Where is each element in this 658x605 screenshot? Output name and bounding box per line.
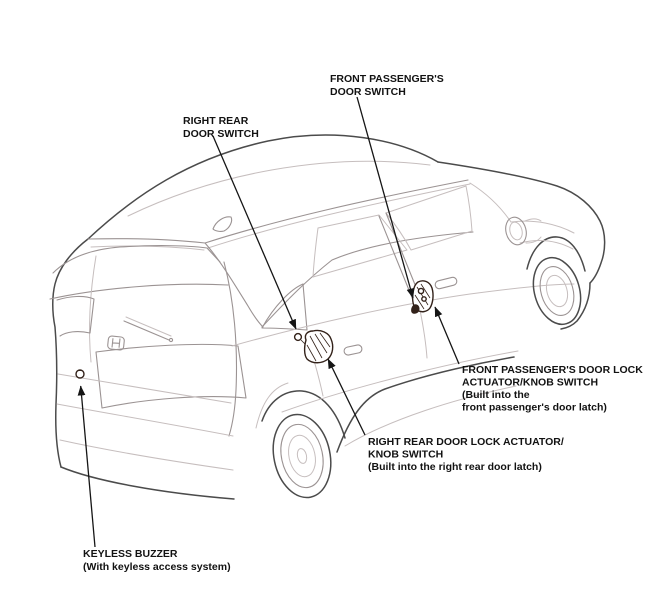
front-passenger-door-switch-part xyxy=(411,304,420,314)
label-right-rear-door-switch: RIGHT REAR DOOR SWITCH xyxy=(183,115,259,140)
rear-door-window xyxy=(312,214,408,278)
label-line: front passenger's door latch) xyxy=(462,402,607,414)
roof-drip-rail xyxy=(207,183,471,249)
sill-line xyxy=(344,385,517,447)
rear-wheel xyxy=(272,413,332,499)
wiper-pivot xyxy=(168,337,174,343)
fender-crease xyxy=(519,240,574,250)
leader-front-passenger-door-lock xyxy=(434,306,460,365)
front-door-handle xyxy=(434,276,458,290)
hatch-left-inner-line xyxy=(89,255,97,363)
label-line: FRONT PASSENGER'S DOOR LOCK xyxy=(462,364,643,376)
label-front-passenger-door-switch: FRONT PASSENGER'S DOOR SWITCH xyxy=(330,73,444,98)
hatch-top-edge xyxy=(87,238,206,244)
b-pillar-inner xyxy=(385,212,421,298)
label-line: (With keyless access system) xyxy=(83,561,231,573)
rear-door-handle xyxy=(343,344,363,356)
quarter-glass xyxy=(261,283,308,331)
hatch-right-edge xyxy=(223,261,238,437)
bumper-crease-3 xyxy=(59,439,234,471)
rear-bumper-bottom xyxy=(60,466,235,500)
cowl-hood-line xyxy=(510,220,575,234)
bumper-crease-1 xyxy=(57,373,232,404)
rear-wheel-arch xyxy=(261,390,346,439)
d-pillar-line xyxy=(204,242,264,328)
roofline xyxy=(87,134,439,240)
label-line: KNOB SWITCH xyxy=(368,449,443,461)
rocker-bottom xyxy=(336,356,515,453)
front-door-shut-line xyxy=(419,309,428,359)
front-wheel-arch xyxy=(526,236,586,272)
side-mirror xyxy=(505,216,542,246)
character-line-upper xyxy=(231,283,575,347)
leader-keyless-buzzer xyxy=(77,385,96,548)
front-upper-outline xyxy=(437,161,606,284)
leader-right-rear-door-lock xyxy=(327,358,366,436)
front-wheel xyxy=(532,256,582,326)
rear-wiper-arm xyxy=(125,316,172,337)
brand-emblem-icon xyxy=(107,335,125,351)
leader-front-passenger-door-switch xyxy=(356,96,415,299)
right-rear-door-switch-part xyxy=(293,332,303,342)
spoiler-lip xyxy=(90,245,205,251)
label-right-rear-door-lock: RIGHT REAR DOOR LOCK ACTUATOR/ KNOB SWIT… xyxy=(368,436,564,473)
label-line: KEYLESS BUZZER xyxy=(83,548,178,560)
right-rear-door-latch-assembly xyxy=(293,329,334,364)
label-front-passenger-door-lock: FRONT PASSENGER'S DOOR LOCK ACTUATOR/KNO… xyxy=(462,364,643,414)
front-passenger-door-latch-assembly xyxy=(411,280,434,314)
b-pillar xyxy=(378,215,414,301)
leader-right-rear-door-switch xyxy=(212,135,297,330)
label-line: FRONT PASSENGER'S xyxy=(330,73,444,85)
character-line-lower xyxy=(281,350,519,413)
rear-window-edge xyxy=(52,245,221,274)
antenna-fin-icon xyxy=(212,216,233,232)
roof-far-rail xyxy=(127,160,431,217)
rear-wiper xyxy=(123,320,170,341)
label-line: RIGHT REAR xyxy=(183,115,249,127)
belt-line xyxy=(261,231,474,328)
windshield-side-edge xyxy=(469,182,512,223)
label-line: RIGHT REAR DOOR LOCK ACTUATOR/ xyxy=(368,436,564,448)
roof xyxy=(87,160,471,251)
label-line: DOOR SWITCH xyxy=(330,86,406,98)
label-line: (Built into the xyxy=(462,389,530,401)
front-door-window xyxy=(385,185,473,251)
license-plate-recess xyxy=(95,343,247,409)
bumper-crease-2 xyxy=(56,403,234,437)
rear-arch-flare xyxy=(255,382,289,429)
front-bumper-outline xyxy=(560,282,591,330)
greenhouse xyxy=(204,182,575,331)
vehicle-silhouette xyxy=(52,134,606,500)
rear-hatch xyxy=(49,245,247,471)
rear-window-lower-edge xyxy=(49,283,229,300)
label-line: DOOR SWITCH xyxy=(183,128,259,140)
right-rear-lock-actuator xyxy=(303,329,334,364)
roof-near-edge xyxy=(204,179,469,244)
label-line: ACTUATOR/KNOB SWITCH xyxy=(462,377,598,389)
vehicle-illustration xyxy=(49,134,606,500)
label-line: (Built into the right rear door latch) xyxy=(368,461,542,473)
callouts: FRONT PASSENGER'S DOOR SWITCH RIGHT REAR… xyxy=(77,73,643,573)
tail-lamp xyxy=(56,295,95,337)
label-keyless-buzzer: KEYLESS BUZZER (With keyless access syst… xyxy=(83,548,231,573)
rear-left-outline xyxy=(52,238,89,468)
keyless-buzzer-part xyxy=(75,369,85,379)
